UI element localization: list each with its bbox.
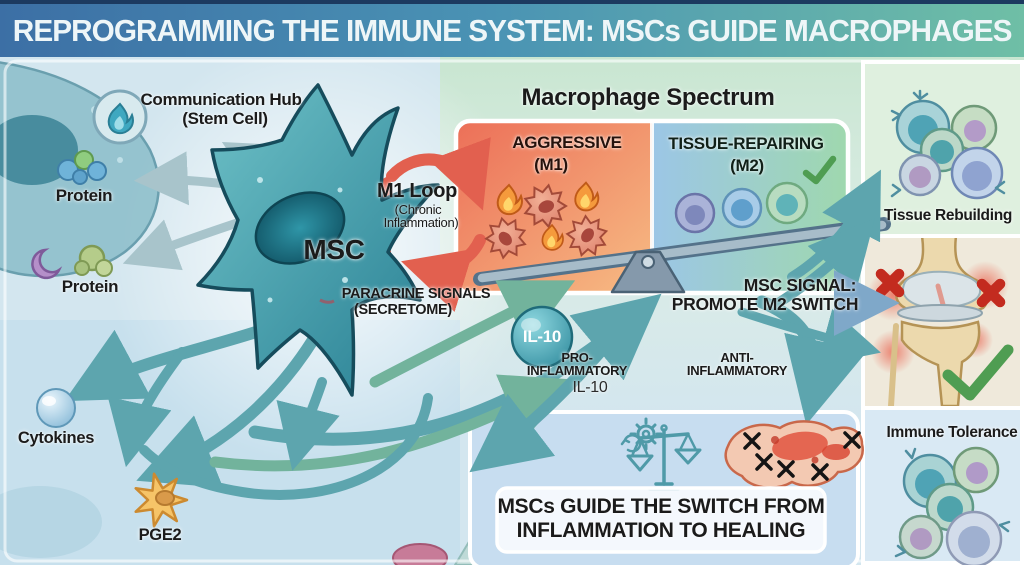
- m1-title-line2: (M1): [534, 155, 568, 174]
- m2-title-line1: TISSUE-REPAIRING: [668, 134, 824, 153]
- caption-line1: MSCs GUIDE THE SWITCH FROM: [497, 495, 825, 518]
- protein-molecule-bottom: [31, 244, 113, 280]
- spectrum-header: Macrophage Spectrum: [521, 84, 775, 111]
- communication-hub-icon: [92, 89, 148, 145]
- msc-signal-line2: PROMOTE M2 SWITCH: [671, 294, 859, 314]
- msc-label: MSC: [303, 234, 365, 265]
- cytokine-sphere: [36, 388, 76, 428]
- joint-checkmark-icon: [942, 344, 1014, 401]
- communication-hub-label-line2: (Stem Cell): [182, 109, 268, 128]
- m1-title-line1: AGGRESSIVE: [512, 133, 622, 152]
- il10-sphere: [510, 305, 574, 369]
- anti-inflammatory-line2: INFLAMMATORY: [686, 363, 788, 378]
- m2-macrophage-cells: [674, 181, 809, 234]
- pge2-molecule: [134, 472, 189, 528]
- msc-nucleus: [254, 191, 346, 265]
- pro-inflammatory-line2: INFLAMMATORY: [526, 363, 628, 378]
- pro-inflammatory-il10: IL-10: [572, 379, 608, 396]
- m1-loop-sub2: Inflammation): [383, 215, 459, 230]
- m1-macrophage-cells: [481, 181, 613, 264]
- m1-loop-title: M1 Loop: [376, 180, 458, 202]
- paracrine-label-line1: PARACRINE SIGNALS: [341, 286, 491, 302]
- paracrine-label-line2: (SECRETOME): [354, 302, 452, 318]
- immune-tolerance-label: Immune Tolerance: [886, 424, 1018, 441]
- tissue-rebuilding-label: Tissue Rebuilding: [883, 207, 1013, 224]
- tissue-rebuilding-cells: [890, 89, 1006, 200]
- pro-inflammatory-line1: PRO-: [561, 350, 593, 365]
- m1-loop-sub1: (Chronic: [394, 202, 442, 217]
- caption-box: [495, 486, 827, 554]
- page-title: REPROGRAMMING THE IMMUNE SYSTEM: MSCs GU…: [12, 12, 1013, 48]
- pge2-label: PGE2: [138, 526, 182, 544]
- scale-icon: [620, 417, 702, 491]
- msc-cell: [196, 83, 440, 397]
- communication-hub-label-line1: Communication Hub: [140, 90, 302, 109]
- protein-label-bottom: Protein: [61, 277, 119, 296]
- protein-molecule-top: [57, 150, 107, 185]
- immune-tolerance-cells: [894, 446, 1011, 565]
- inflamed-tissue-cells: [724, 420, 864, 489]
- cytokines-label: Cytokines: [17, 429, 95, 447]
- title-bar: REPROGRAMMING THE IMMUNE SYSTEM: MSCs GU…: [0, 0, 1024, 57]
- paracrine-arrows: [64, 169, 881, 500]
- anti-inflammatory-line1: ANTI-: [720, 350, 754, 365]
- caption-line2: INFLAMMATION TO HEALING: [516, 519, 806, 542]
- m2-title-line2: (M2): [730, 156, 764, 175]
- protein-label-top: Protein: [55, 186, 113, 205]
- msc-signal-line1: MSC SIGNAL:: [743, 275, 857, 295]
- il10-badge-label: IL-10: [522, 327, 562, 346]
- m2-checkmark-icon: [802, 155, 837, 185]
- fulcrum: [610, 250, 686, 294]
